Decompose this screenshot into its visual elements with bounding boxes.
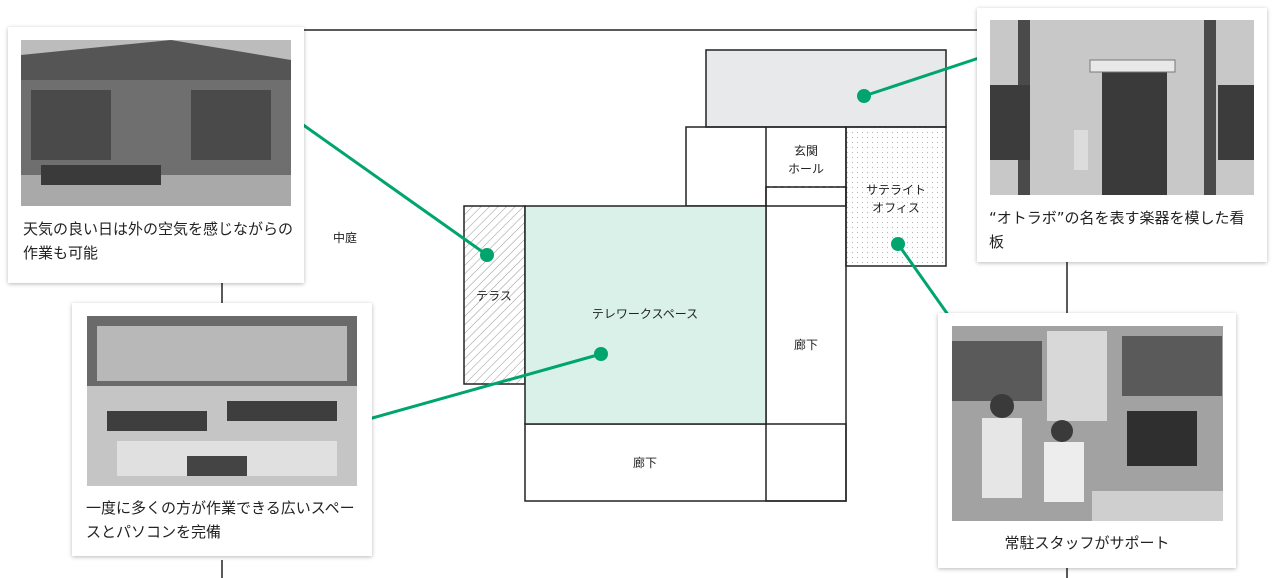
terrace [463,205,526,385]
workspace-photo [87,316,357,486]
entrance-label-line2: ホール [788,162,824,176]
staff-leader-line [896,243,958,327]
signboard-photo-caption: “オトラボ”の名を表す楽器を模した看板 [989,209,1245,251]
staff-photo [952,326,1223,521]
courtyard-outline [221,29,1068,578]
workspace-marker-dot [594,347,608,361]
satellite-label-line1: サテライト [866,183,926,197]
workspace-photo-card: 一度に多くの方が作業できる広いスペースとパソコンを完備 [72,303,372,556]
entrance-label-line1: 玄関 [794,143,818,158]
corridor-right-label: 廊下 [794,337,818,352]
terrace-photo-caption: 天気の良い日は外の空気を感じながらの作業も可能 [23,220,294,262]
terrace-photo-card: 天気の良い日は外の空気を感じながらの作業も可能 [8,27,304,283]
staff-photo-card: 常駐スタッフがサポート [938,313,1236,568]
signboard-photo-card: “オトラボ”の名を表す楽器を模した看板 [977,8,1267,262]
satellite-label-line2: オフィス [872,201,920,215]
courtyard-label: 中庭 [333,230,357,245]
telework-label: テレワークスペース [592,307,698,321]
signboard-leader-line [863,54,986,98]
terrace-photo [21,40,291,206]
workspace-leader-line [357,352,602,424]
terrace-label: テラス [476,289,512,303]
terrace-marker-dot [480,248,494,262]
signboard-marker-dot [857,89,871,103]
corridor-bottom-label: 廊下 [633,455,657,470]
callout-leaders [291,54,986,424]
workspace-photo-caption: 一度に多くの方が作業できる広いスペースとパソコンを完備 [86,499,355,541]
staff-photo-caption: 常駐スタッフがサポート [1004,534,1170,552]
terrace-leader-line [291,115,488,257]
telework-space [524,205,767,425]
staff-marker-dot [891,237,905,251]
entrance-roof [705,49,947,128]
signboard-photo [990,20,1254,195]
